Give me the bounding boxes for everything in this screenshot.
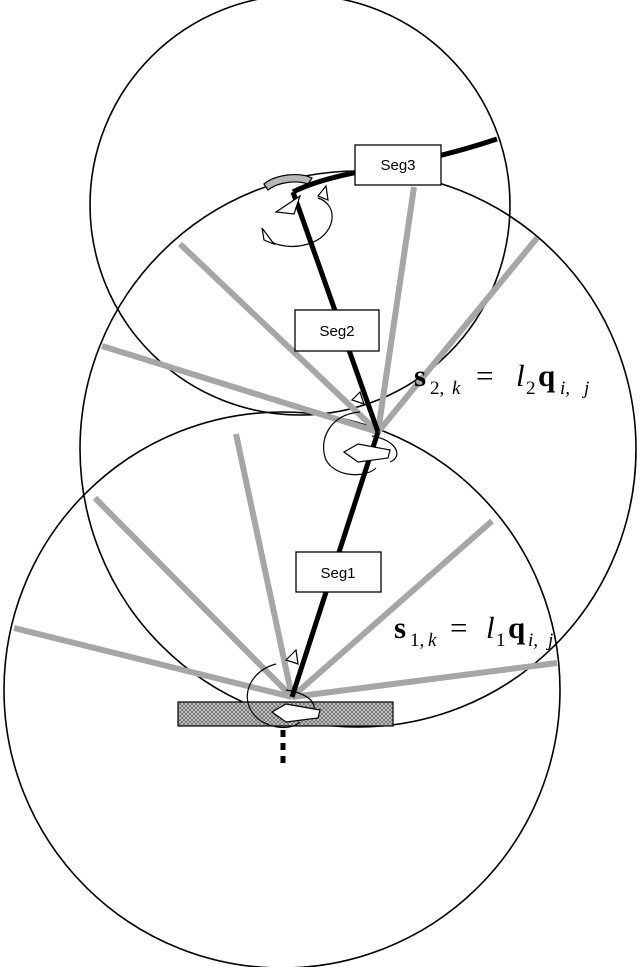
segment-label-box xyxy=(295,551,382,593)
eq-sub-k: k xyxy=(428,630,437,651)
eq-sub-j: j xyxy=(545,630,553,651)
sample-ray xyxy=(177,241,381,435)
eq-sub-l-index: 1 xyxy=(496,630,506,651)
arrowhead xyxy=(350,390,365,405)
rotation-band xyxy=(270,703,321,723)
eq-symbol-q: q xyxy=(508,610,525,645)
rotation-arc xyxy=(246,663,301,729)
eq-symbol-l: l xyxy=(486,610,495,645)
reach-circle-seg3 xyxy=(89,0,511,416)
eq-symbol-s: s xyxy=(394,610,406,645)
sample-ray xyxy=(92,495,295,700)
sample-rays-joint2 xyxy=(101,186,540,435)
arrowhead xyxy=(261,227,276,246)
sample-ray xyxy=(290,518,494,700)
sample-rays-joint1 xyxy=(13,433,558,700)
equation-segment-1: s 1, k = l 1 q i, j xyxy=(394,610,553,651)
rotation-band xyxy=(263,174,313,191)
eq-sub-index: 1, xyxy=(410,630,424,651)
arrowhead xyxy=(274,194,302,215)
sample-ray xyxy=(13,625,293,700)
eq-sub-i: i, xyxy=(560,378,570,399)
sample-ray xyxy=(375,186,417,433)
segment-label-text: Seg3 xyxy=(380,157,415,174)
rotation-arc xyxy=(371,435,398,463)
sample-ray xyxy=(291,660,558,700)
eq-symbol-q: q xyxy=(538,358,555,393)
reach-circle-seg1 xyxy=(3,411,561,967)
segment-label-box xyxy=(294,309,380,352)
sample-ray xyxy=(101,343,379,435)
segment-label-seg3: Seg3 xyxy=(354,144,442,186)
rotation-band xyxy=(342,443,391,463)
eq-equals: = xyxy=(450,610,467,645)
arrowhead xyxy=(317,184,329,201)
segment-label-text: Seg1 xyxy=(320,565,355,582)
eq-sub-k: k xyxy=(452,378,461,399)
eq-symbol-l: l xyxy=(516,358,525,393)
eq-sub-i: i, xyxy=(528,630,538,651)
segment-label-box xyxy=(354,144,442,186)
rotation-icon-joint3 xyxy=(261,174,333,247)
rotation-icon-joint1 xyxy=(246,648,321,729)
eq-symbol-s: s xyxy=(414,358,426,393)
segment-label-seg2: Seg2 xyxy=(294,309,380,352)
arrowhead xyxy=(284,648,299,665)
sample-ray xyxy=(233,433,295,698)
eq-sub-index: 2, xyxy=(430,378,444,399)
eq-sub-j: j xyxy=(581,378,589,399)
segment-label-text: Seg2 xyxy=(319,323,354,340)
rotation-arc xyxy=(323,411,377,476)
eq-equals: = xyxy=(476,358,493,393)
segment-label-seg1: Seg1 xyxy=(295,551,382,593)
sample-ray xyxy=(375,236,540,434)
rotation-icon-joint2 xyxy=(323,390,398,476)
eq-sub-l-index: 2 xyxy=(526,378,536,399)
equation-segment-2: s 2, k = l 2 q i, j xyxy=(414,358,589,399)
